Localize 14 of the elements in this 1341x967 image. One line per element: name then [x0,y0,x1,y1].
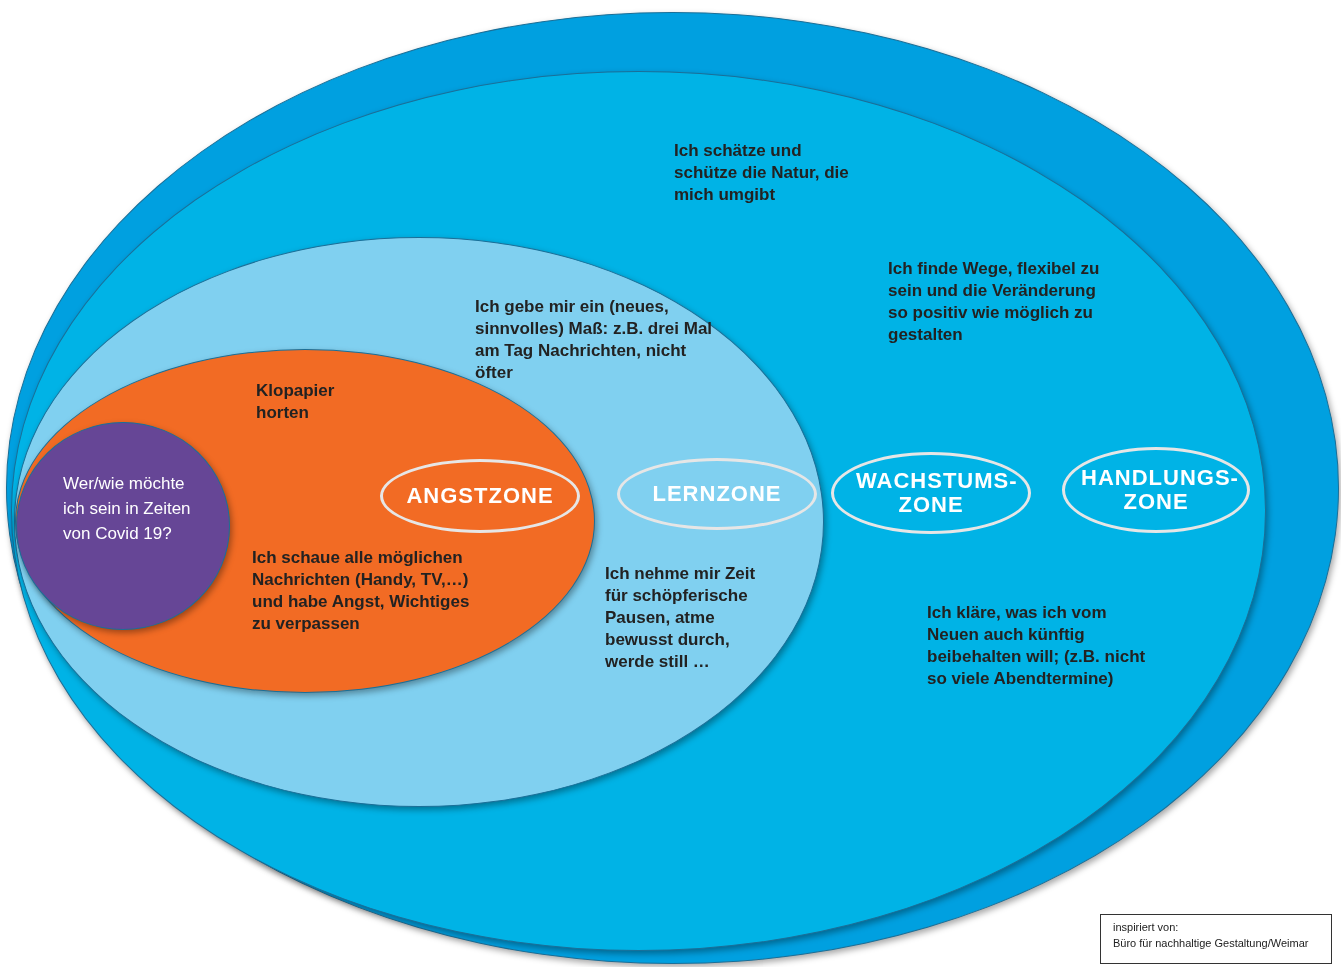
zone-label: LERNZONE [617,458,817,530]
zone-statement: Ich gebe mir ein (neues, sinnvolles) Maß: z.B. drei Mal am Tag Nachrichten, nicht öfter [475,296,714,384]
credit-text: inspiriert von: [1113,920,1180,935]
zone-label: ANGSTZONE [380,459,580,533]
zone-statement: Wer/wie möchte ich sein in Zeiten von Covid 19? [63,473,192,545]
zone-statement: Ich nehme mir Zeit für schöpferische Pausen, atme bewusst durch, werde still … [605,563,757,673]
zone-statement: Ich finde Wege, flexibel zu sein und die Veränderung so positiv wie möglich zu gestalten [888,258,1101,346]
zone-statement: Ich schätze und schütze die Natur, die mich umgibt [674,140,850,206]
zone-statement: Ich kläre, was ich vom Neuen auch künftig beibehalten will; (z.B. nicht so viele Abendtermine) [927,602,1147,690]
credit-text: Büro für nachhaltige Gestaltung/Weimar [1113,936,1310,951]
zone-label: WACHSTUMS-ZONE [831,452,1031,534]
zone-label: HANDLUNGS-ZONE [1062,447,1250,533]
zone-statement: Klopapier horten [256,380,336,424]
zone-statement: Ich schaue alle möglichen Nachrichten (Handy, TV,…) und habe Angst, Wichtiges zu verpassen [252,547,471,635]
